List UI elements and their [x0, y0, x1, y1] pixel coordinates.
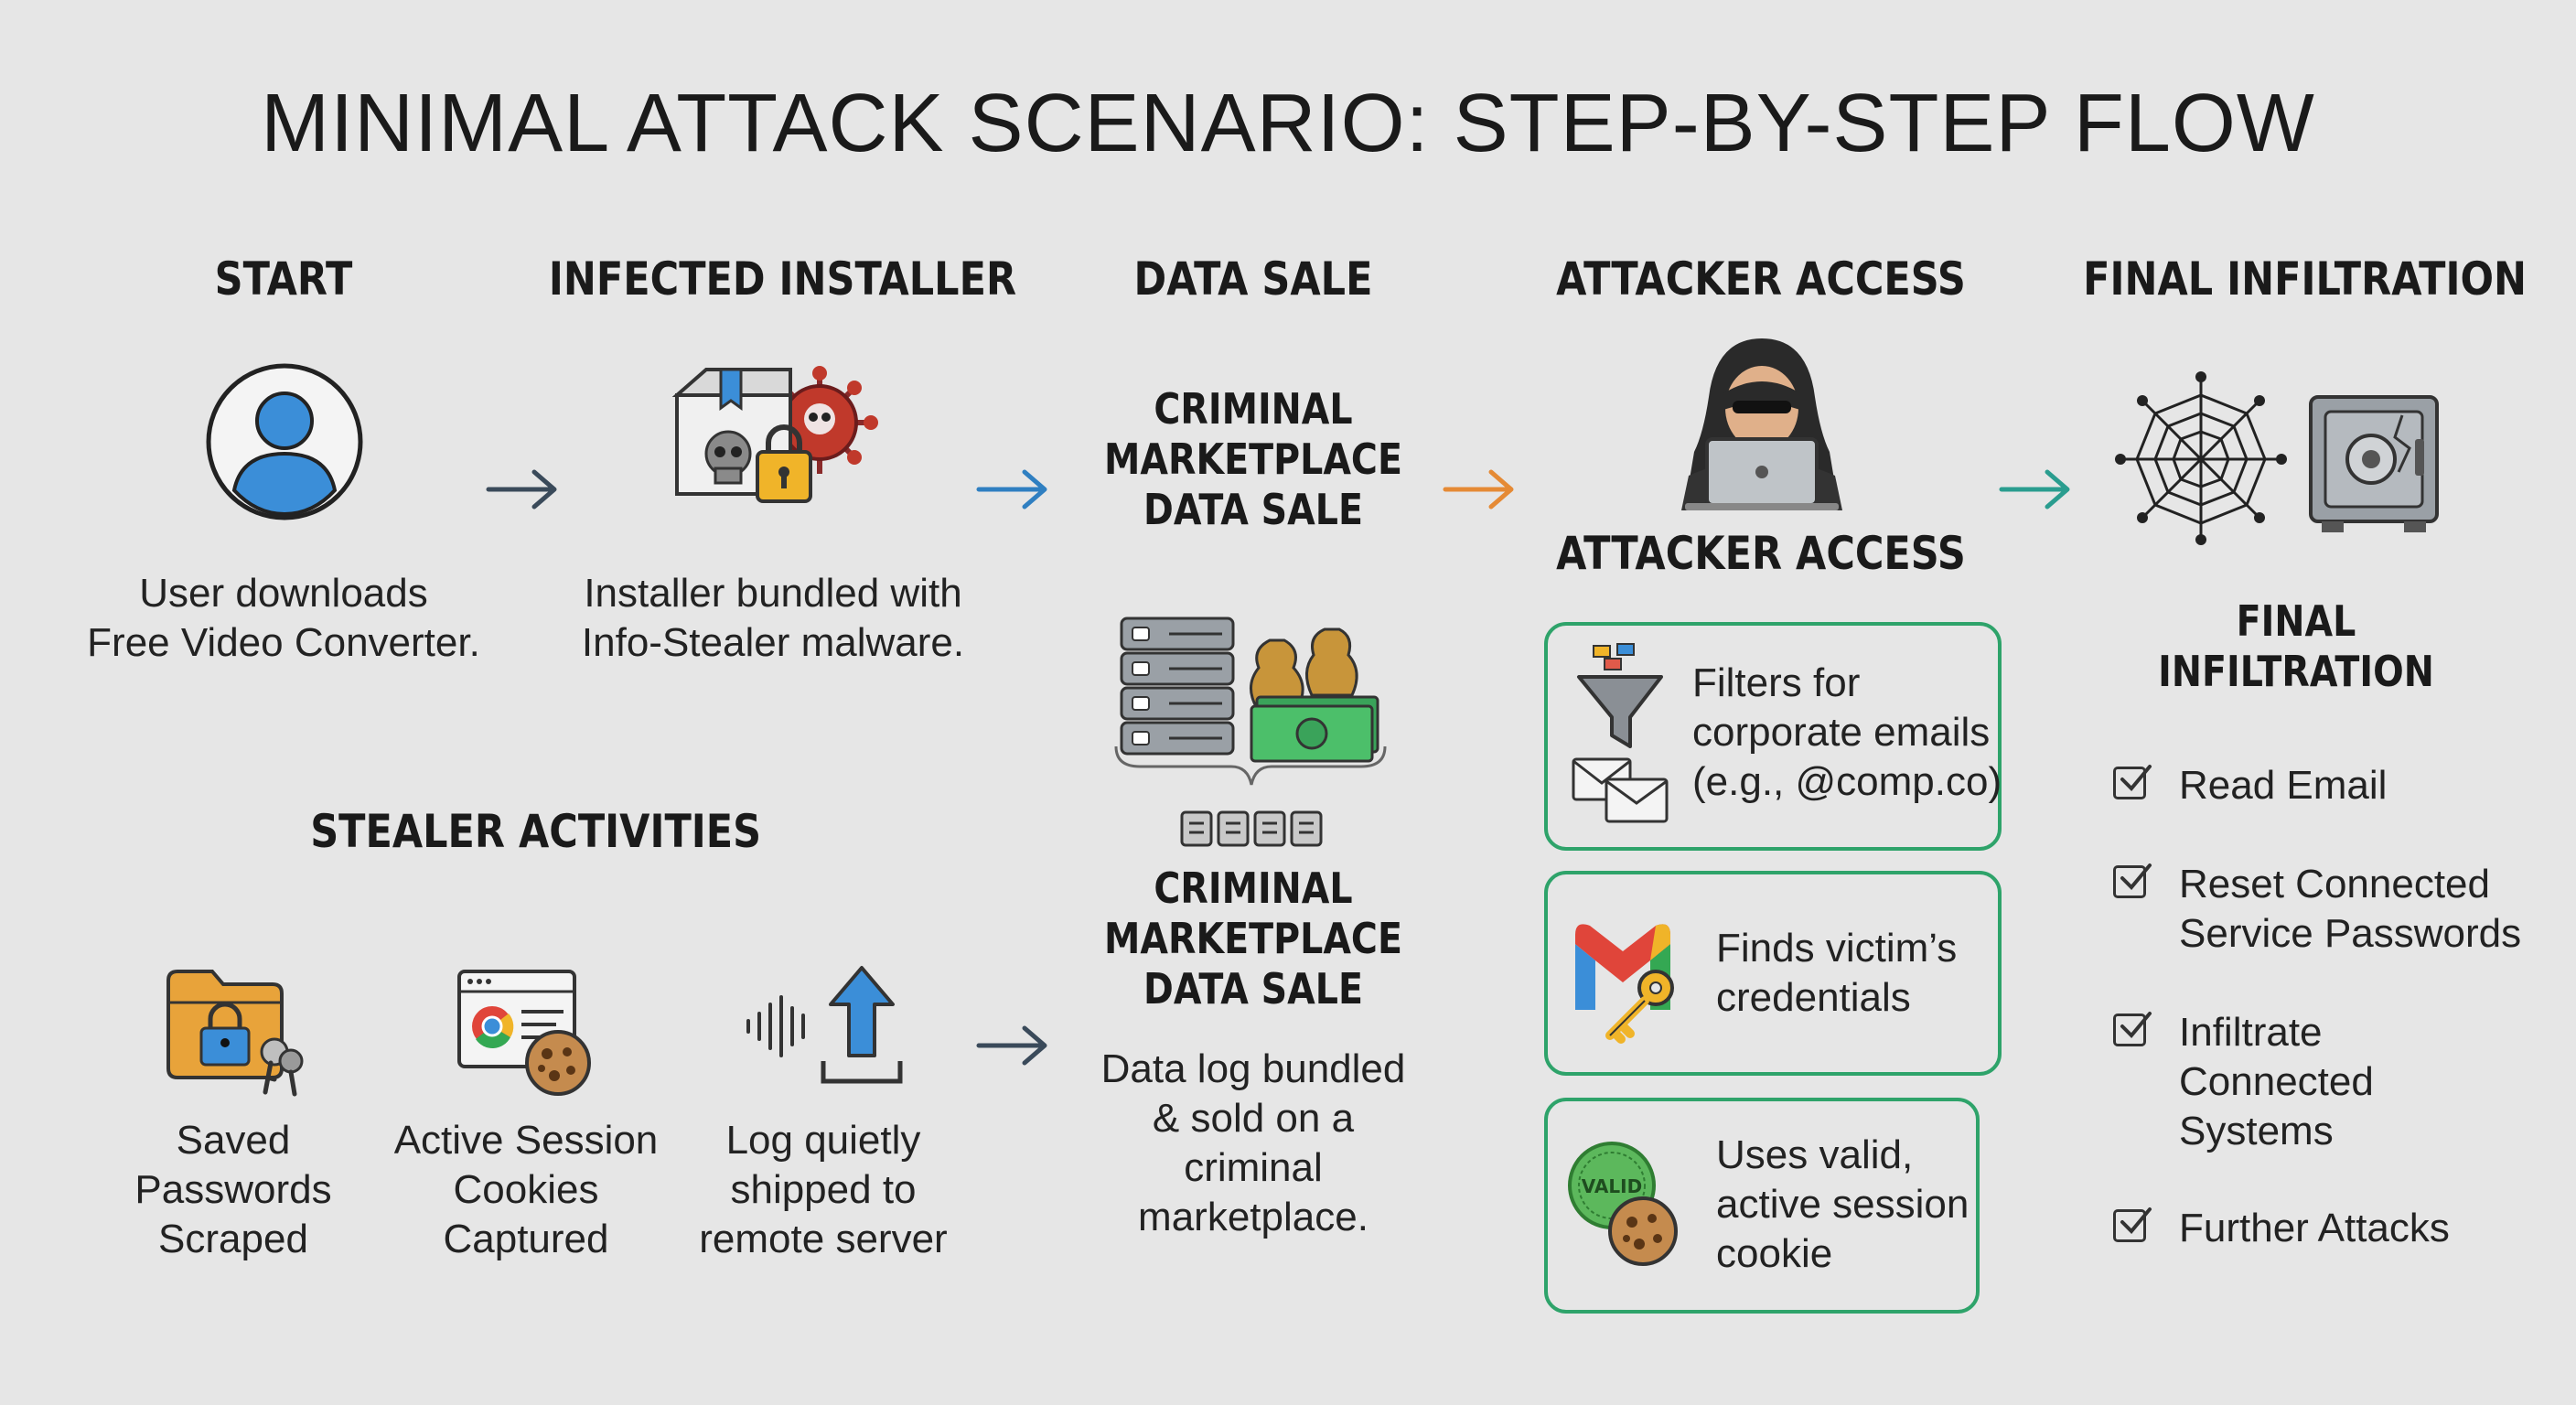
- checkbox-icon: [2113, 862, 2152, 898]
- attacker-access-subheading: ATTACKER ACCESS: [1556, 527, 1966, 580]
- gmail-key-icon: [1575, 924, 1674, 1044]
- arrow-right-icon: [976, 1025, 1047, 1066]
- checklist-item-infiltrate-systems: Infiltrate Connected Systems: [2179, 1010, 2374, 1153]
- filter-funnel-icon: [1572, 643, 1669, 823]
- password-folder-icon: [166, 970, 304, 1097]
- lock-icon: [756, 424, 812, 503]
- page-title: MINIMAL ATTACK SCENARIO: STEP-BY-STEP FL…: [261, 78, 2315, 169]
- data-sale-subheading: CRIMINAL MARKETPLACE DATA SALE: [1104, 384, 1402, 534]
- arrow-right-icon: [1999, 469, 2070, 509]
- infected-package-icon: [671, 366, 878, 503]
- heading-infected-installer: INFECTED INSTALLER: [548, 252, 1017, 306]
- heading-final-infiltration: FINAL INFILTRATION: [2083, 252, 2528, 306]
- user-icon: [206, 363, 363, 520]
- browser-cookie-icon: [457, 970, 591, 1096]
- checklist-item-read-email: Read Email: [2179, 763, 2388, 808]
- skull-icon: [704, 430, 752, 485]
- cookie-icon: [1608, 1196, 1678, 1266]
- valid-badge-label: VALID: [1582, 1175, 1642, 1197]
- key-icon: [1605, 970, 1674, 1044]
- checkbox-icon: [2113, 763, 2152, 799]
- money-icon: [1250, 627, 1379, 763]
- arrow-right-icon: [976, 469, 1047, 509]
- checklist-item-reset-passwords: Reset Connected Service Passwords: [2179, 862, 2522, 956]
- installer-caption: Installer bundled with Info-Stealer malw…: [581, 571, 965, 665]
- start-caption: User downloads Free Video Converter.: [87, 571, 480, 665]
- upload-soundwave-icon: [746, 966, 903, 1084]
- stealer-item-cookies: Active Session Cookies Captured: [393, 1118, 659, 1261]
- data-sale-caption: Data log bundled & sold on a criminal ma…: [1100, 1046, 1406, 1239]
- checklist-item-further-attacks: Further Attacks: [2179, 1206, 2450, 1250]
- arrow-right-icon: [1443, 469, 1514, 509]
- heading-start: START: [214, 252, 353, 306]
- data-blocks-icon: [1180, 810, 1323, 847]
- heading-data-sale: DATA SALE: [1133, 252, 1373, 306]
- cookie-icon: [525, 1030, 591, 1096]
- checkbox-icon: [2113, 1010, 2152, 1046]
- stealer-item-passwords: Saved Passwords Scraped: [134, 1118, 332, 1261]
- stealer-activities-heading: STEALER ACTIVITIES: [310, 805, 762, 858]
- bracket-icon: [1114, 745, 1387, 786]
- spider-web-icon: [2115, 371, 2287, 545]
- envelope-icon: [1572, 757, 1669, 823]
- valid-cookie-icon: VALID: [1568, 1142, 1678, 1266]
- credentials-text: Finds victim’s credentials: [1716, 926, 1958, 1020]
- safe-icon: [2309, 395, 2439, 532]
- hacker-icon: [1681, 338, 1842, 510]
- server-icon: [1120, 617, 1235, 756]
- stealer-item-log-shipped: Log quietly shipped to remote server: [699, 1118, 948, 1261]
- data-sale-subheading-lower: CRIMINAL MARKETPLACE DATA SALE: [1104, 863, 1402, 1014]
- heading-attacker-access: ATTACKER ACCESS: [1556, 252, 1966, 306]
- arrow-right-icon: [486, 469, 557, 509]
- keys-icon: [260, 1037, 304, 1097]
- chrome-icon: [472, 1006, 514, 1048]
- filter-emails-text: Filters for corporate emails (e.g., @com…: [1692, 660, 2002, 804]
- server-money-icon: [1120, 617, 1379, 763]
- checkbox-icon: [2113, 1206, 2152, 1242]
- final-infiltration-subheading: FINAL INFILTRATION: [2158, 596, 2434, 696]
- session-cookie-text: Uses valid, active session cookie: [1716, 1132, 1970, 1276]
